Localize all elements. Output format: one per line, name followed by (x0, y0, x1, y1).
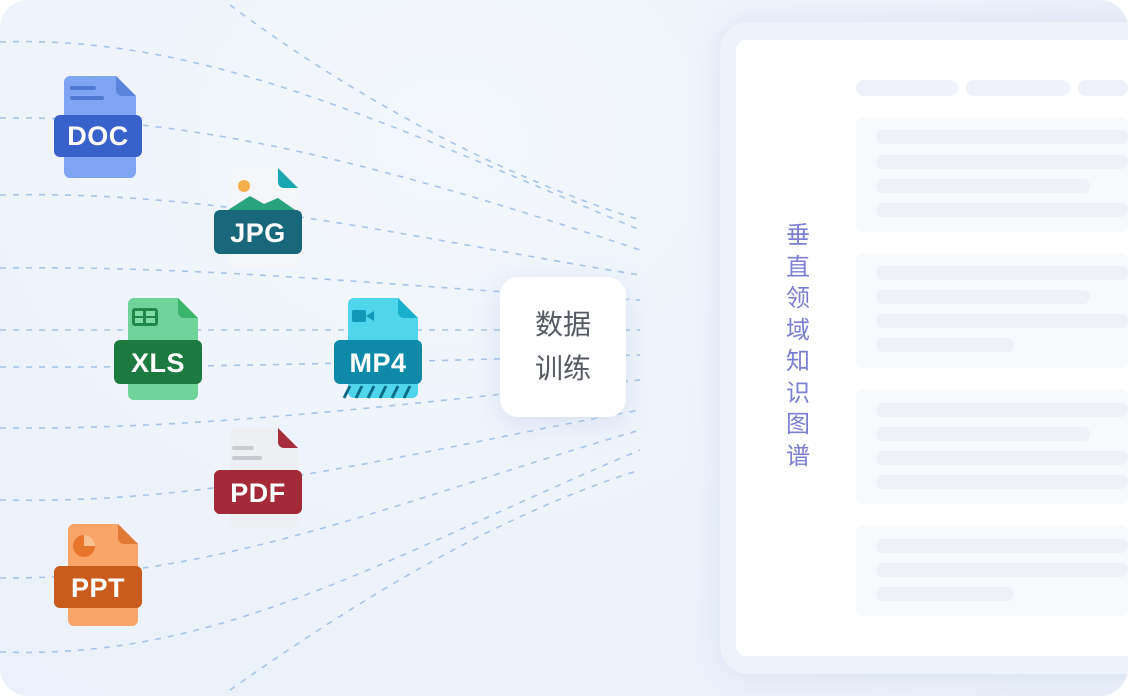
ppt-file-icon: PPT (54, 520, 154, 630)
xls-label: XLS (130, 348, 185, 378)
skeleton-tab (1078, 80, 1128, 96)
skeleton-line (876, 539, 1128, 553)
jpg-label: JPG (230, 218, 286, 248)
ppt-label: PPT (70, 573, 125, 603)
skeleton-line (876, 266, 1128, 280)
data-training-label: 数据训练 (534, 308, 591, 385)
data-training-box: 数据训练 (500, 277, 626, 417)
skeleton-line (876, 403, 1128, 417)
skeleton-line (876, 338, 1014, 352)
mp4-file-icon: MP4 (334, 296, 434, 406)
skeleton-line (876, 587, 1014, 601)
skeleton-line (876, 203, 1128, 217)
skeleton-line (876, 155, 1128, 169)
skeleton-line (876, 314, 1128, 328)
jpg-file-icon: JPG (214, 166, 314, 276)
skeleton-line (876, 179, 1090, 193)
skeleton-line (876, 290, 1090, 304)
pdf-label: PDF (230, 478, 286, 508)
skeleton-line (876, 130, 1128, 144)
skeleton-line (876, 427, 1090, 441)
skeleton-line (876, 475, 1128, 489)
xls-file-icon: XLS (114, 296, 214, 406)
pdf-file-icon: PDF (214, 426, 314, 536)
knowledge-graph-title: 垂直领域知识图谱 (786, 221, 810, 470)
doc-file-icon: DOC (54, 70, 154, 180)
skeleton-tab (856, 80, 958, 96)
doc-label: DOC (67, 121, 129, 151)
mp4-label: MP4 (349, 348, 407, 378)
skeleton-line (876, 563, 1128, 577)
skeleton-tab (966, 80, 1070, 96)
skeleton-line (876, 451, 1128, 465)
